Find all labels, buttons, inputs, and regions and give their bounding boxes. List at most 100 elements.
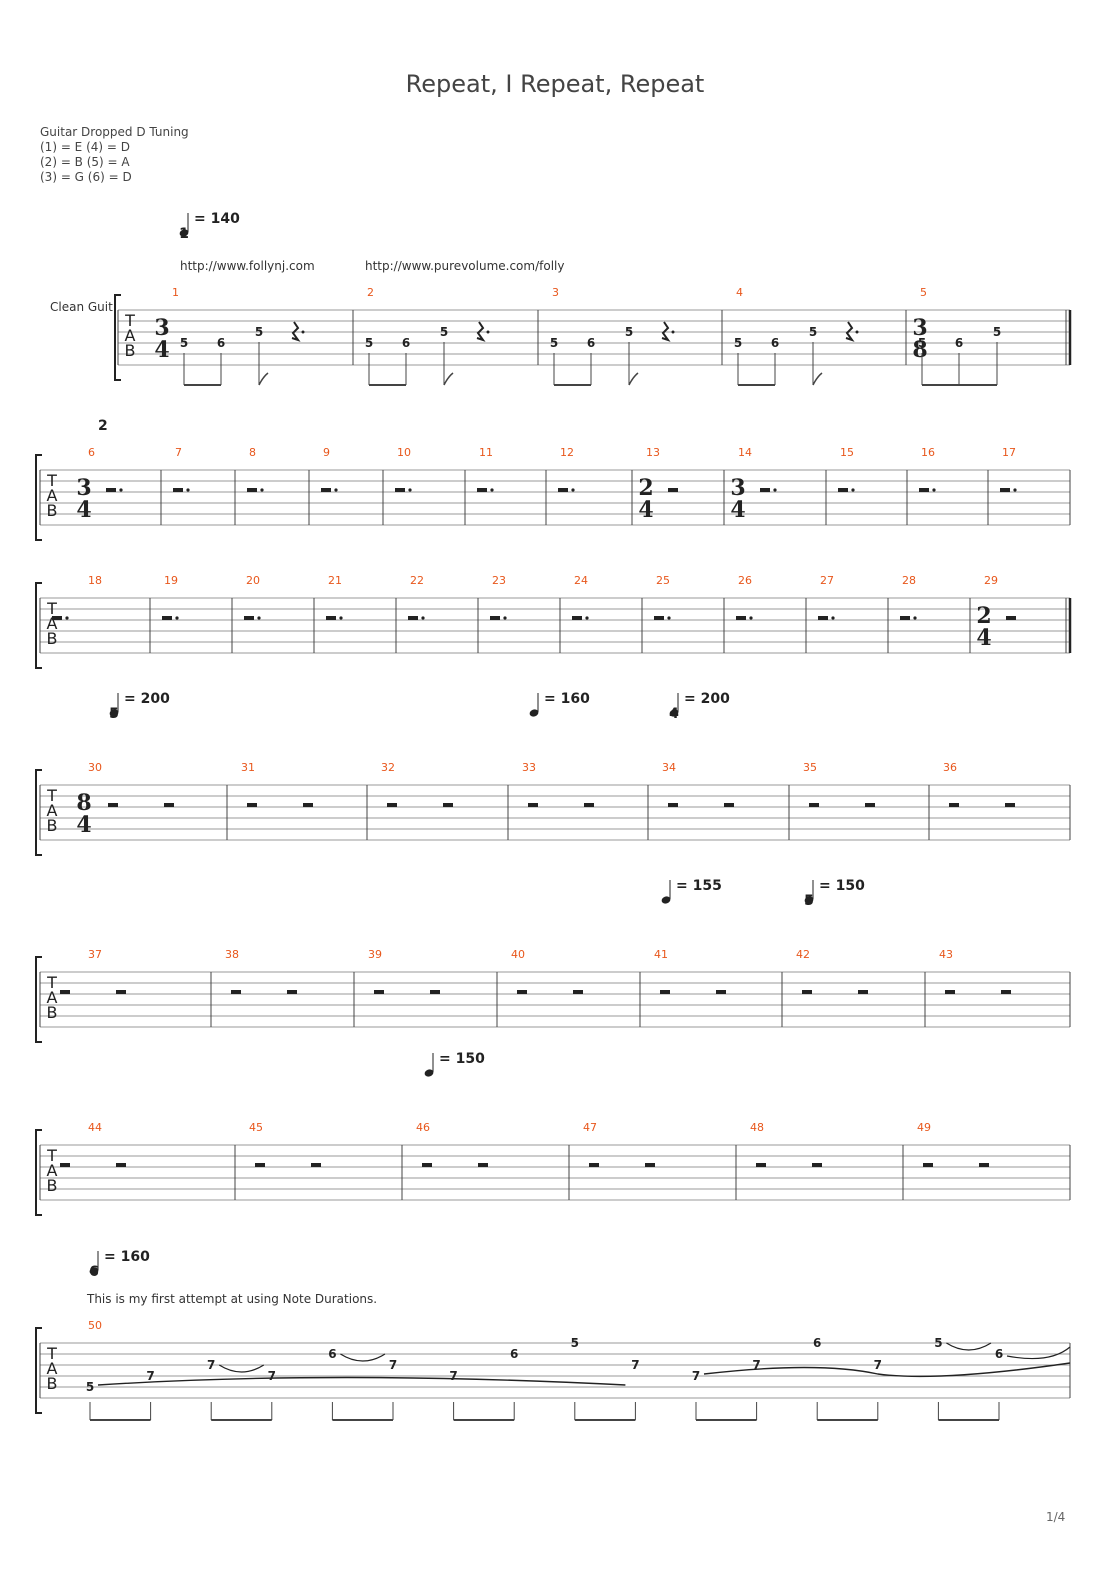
measure-number: 9 (323, 446, 330, 459)
half-rest (60, 1163, 70, 1167)
half-rest (949, 803, 959, 807)
measure-number: 21 (328, 574, 342, 587)
time-sig-top: 3 (730, 475, 745, 501)
measure-number: 43 (939, 948, 953, 961)
rest-dot (408, 488, 412, 492)
measure-number: 14 (738, 446, 752, 459)
measure-number: 1 (172, 286, 179, 299)
measure-number: 50 (88, 1319, 102, 1332)
measure-number: 24 (574, 574, 588, 587)
tempo-sub-number: 5 (109, 706, 119, 722)
half-rest (528, 803, 538, 807)
half-rest (900, 616, 910, 620)
measure-number: 45 (249, 1121, 263, 1134)
tempo-sub-number: 1 (179, 226, 189, 242)
tempo-marking: = 160 (544, 691, 590, 707)
fret-number: 7 (389, 1358, 397, 1372)
half-rest (724, 803, 734, 807)
half-rest (244, 616, 254, 620)
half-rest (865, 803, 875, 807)
system-bracket (35, 956, 42, 1043)
measure-number: 44 (88, 1121, 102, 1134)
half-rest (858, 990, 868, 994)
half-rest (756, 1163, 766, 1167)
time-sig-bottom: 4 (154, 337, 169, 363)
fret-number: 5 (993, 325, 1001, 339)
rest-dot (773, 488, 777, 492)
measure-number: 13 (646, 446, 660, 459)
rest-dot (175, 616, 179, 620)
tab-clef-letter: B (47, 501, 58, 520)
tempo-marking: = 140 (194, 211, 240, 227)
half-rest (490, 616, 500, 620)
fret-number: 5 (255, 325, 263, 339)
time-sig-bottom: 4 (638, 497, 653, 523)
fret-number: 7 (268, 1369, 276, 1383)
rest-dot (749, 616, 753, 620)
half-rest (802, 990, 812, 994)
half-rest (311, 1163, 321, 1167)
half-rest (654, 616, 664, 620)
half-rest (760, 488, 770, 492)
measure-number: 28 (902, 574, 916, 587)
half-rest (838, 488, 848, 492)
half-rest (321, 488, 331, 492)
tempo-note-head (179, 229, 189, 237)
fret-number: 6 (328, 1347, 336, 1361)
measure-number: 47 (583, 1121, 597, 1134)
measure-number: 4 (736, 286, 743, 299)
tempo-note-head (424, 1069, 434, 1077)
fret-number: 5 (918, 336, 926, 350)
half-rest (517, 990, 527, 994)
half-rest (919, 488, 929, 492)
time-sig-top: 3 (154, 315, 169, 341)
half-rest (736, 616, 746, 620)
measure-number: 34 (662, 761, 676, 774)
tempo-note-head (109, 709, 119, 717)
fret-number: 7 (752, 1358, 760, 1372)
half-rest (173, 488, 183, 492)
measure-number: 36 (943, 761, 957, 774)
fret-number: 5 (734, 336, 742, 350)
half-rest (247, 488, 257, 492)
half-rest (231, 990, 241, 994)
rest-dot (831, 616, 835, 620)
half-rest (1005, 803, 1015, 807)
rest-dot (585, 616, 589, 620)
half-rest (395, 488, 405, 492)
note-flag (812, 372, 823, 386)
measure-number: 12 (560, 446, 574, 459)
fret-number: 5 (571, 1336, 579, 1350)
tab-clef-letter: B (47, 816, 58, 835)
tie-out (1006, 1346, 1071, 1360)
annotation-text: This is my first attempt at using Note D… (86, 1292, 377, 1306)
tempo-marking: = 160 (104, 1249, 150, 1265)
half-rest (430, 990, 440, 994)
half-rest (584, 803, 594, 807)
system-bracket (35, 769, 42, 856)
fret-number: 5 (365, 336, 373, 350)
fret-number: 7 (692, 1369, 700, 1383)
tab-clef-letter: A (47, 486, 58, 505)
system-bracket (35, 582, 42, 669)
tuning-line-3: (3) = G (6) = D (40, 170, 132, 184)
rest-dot (301, 330, 305, 334)
tab-clef-letter: T (46, 599, 57, 618)
measure-number: 3 (552, 286, 559, 299)
fret-number: 6 (771, 336, 779, 350)
tab-clef-letter: T (46, 973, 57, 992)
tab-clef-letter: A (47, 988, 58, 1007)
half-rest (422, 1163, 432, 1167)
quarter-rest (476, 321, 486, 342)
quarter-rest (291, 321, 301, 342)
phrase-slur (97, 1376, 626, 1386)
half-rest (162, 616, 172, 620)
rest-dot (421, 616, 425, 620)
fret-number: 6 (510, 1347, 518, 1361)
fret-number: 5 (180, 336, 188, 350)
measure-number: 2 (367, 286, 374, 299)
